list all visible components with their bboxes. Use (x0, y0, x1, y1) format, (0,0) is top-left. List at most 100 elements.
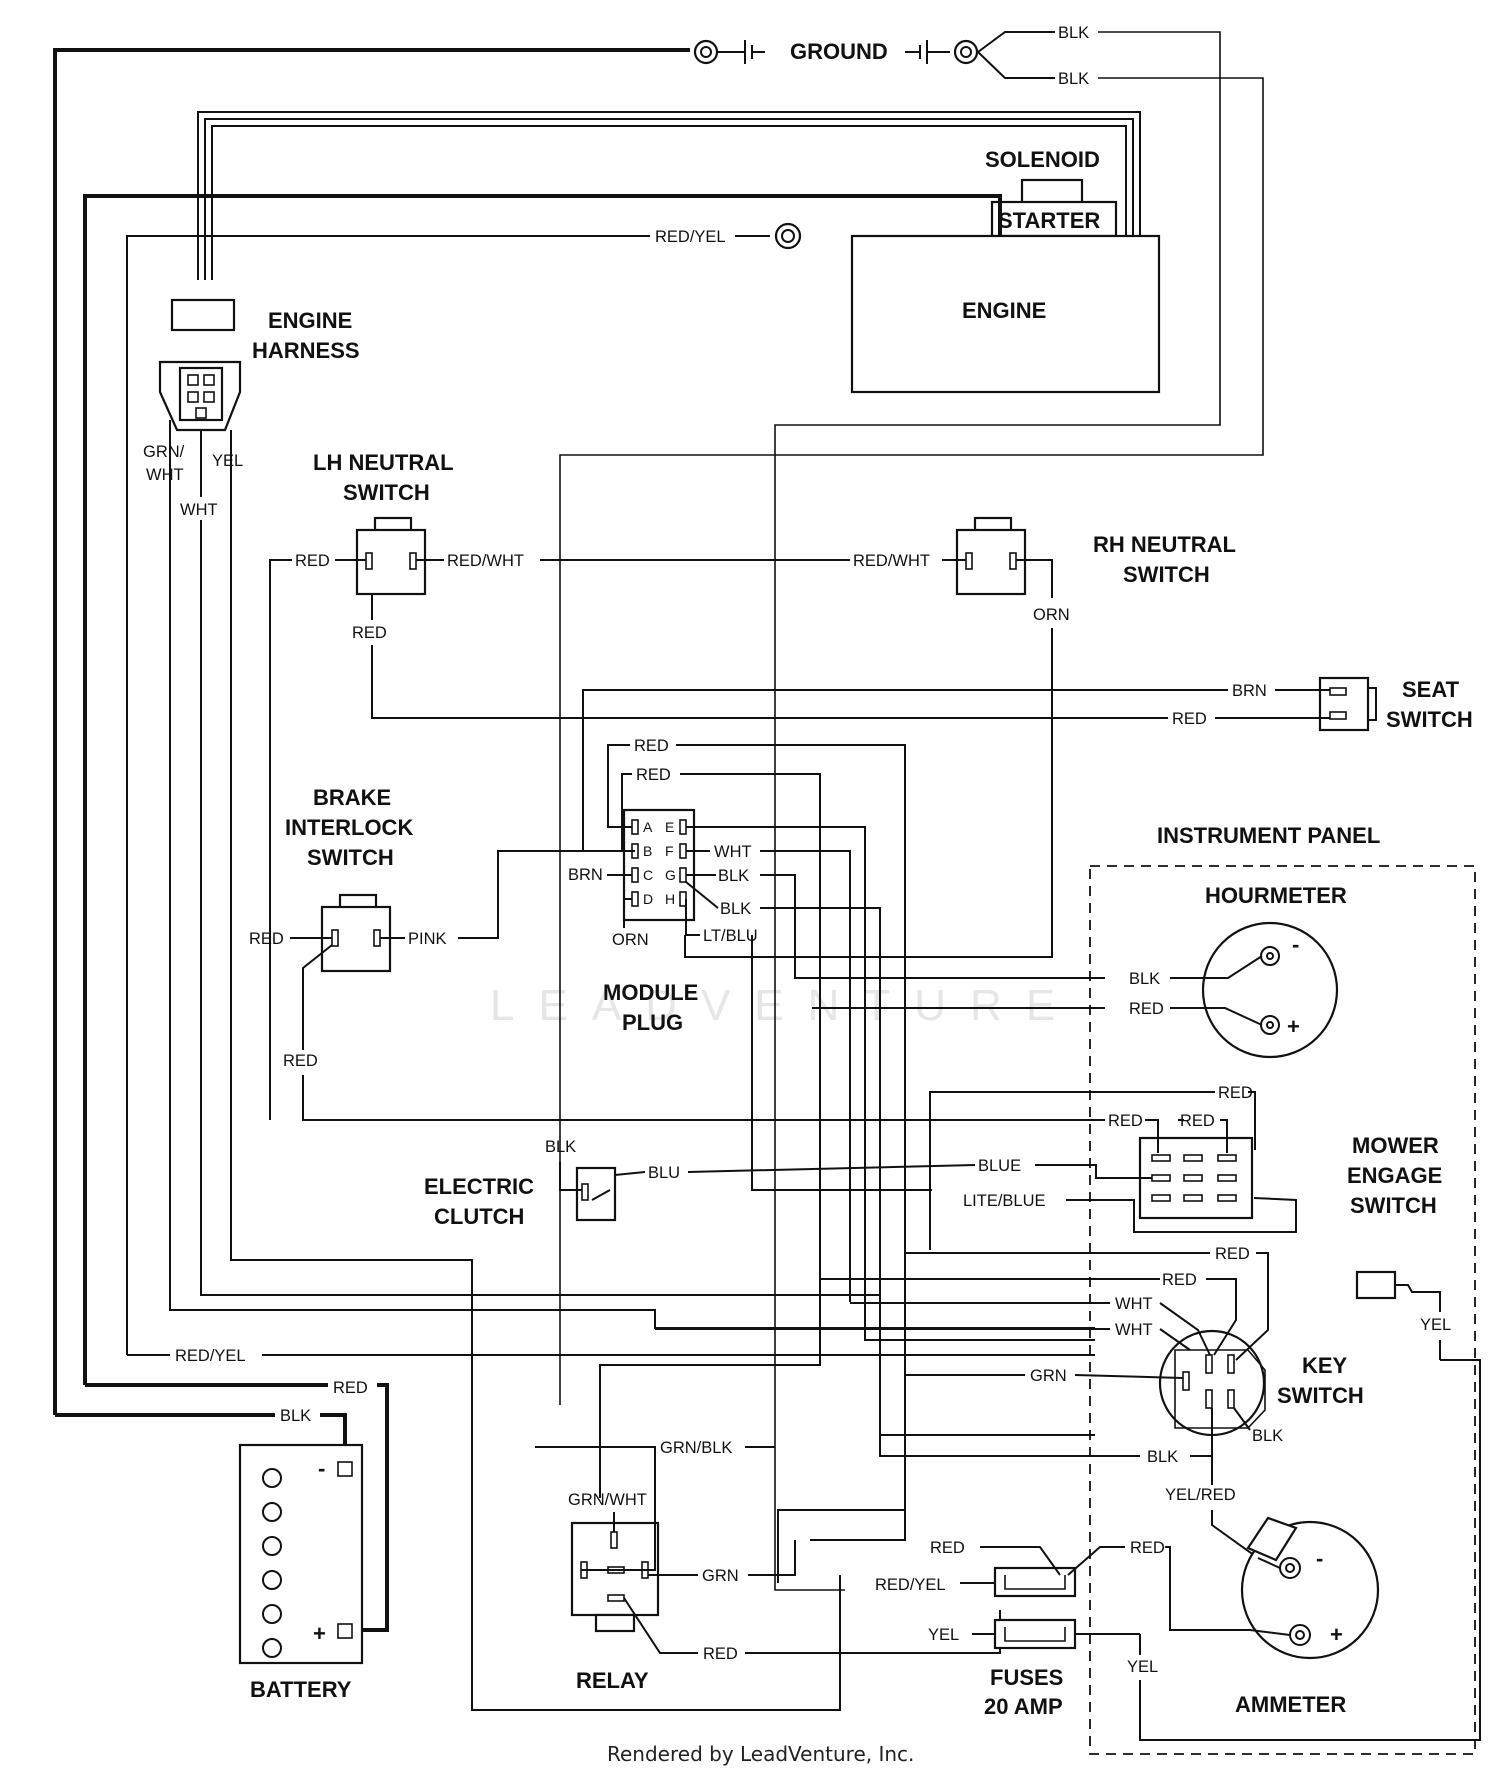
wire-label: BLUE (978, 1157, 1021, 1175)
module-plug-label: PLUG (622, 1010, 683, 1035)
wire-label: RED (333, 1379, 368, 1397)
electric-clutch-label: CLUTCH (434, 1204, 524, 1229)
wire-label: ORN (1033, 606, 1070, 624)
wire-label: RED (249, 930, 284, 948)
relay-label: RELAY (576, 1668, 649, 1693)
lh-neutral-label: SWITCH (343, 480, 430, 505)
wire-label: RED (352, 624, 387, 642)
wire-label: RED (1162, 1271, 1197, 1289)
electric-clutch-label: ELECTRIC (424, 1174, 534, 1199)
ammeter-minus: - (1316, 1546, 1323, 1571)
wire-label: RED (283, 1052, 318, 1070)
pin-label: D (643, 891, 653, 907)
pin-label: F (665, 843, 674, 859)
instrument-panel (1089, 865, 1476, 1755)
hourmeter-label: HOURMETER (1205, 883, 1347, 908)
rh-neutral-label: RH NEUTRAL (1093, 532, 1236, 557)
fuses-label: 20 AMP (984, 1694, 1063, 1719)
ammeter-label: AMMETER (1235, 1692, 1346, 1717)
wire-label: RED (634, 737, 669, 755)
key-switch-label: SWITCH (1277, 1383, 1364, 1408)
module-plug-label: MODULE (603, 980, 698, 1005)
wire-label: BLK (1058, 24, 1089, 42)
mower-engage-label: MOWER (1352, 1133, 1439, 1158)
engine-harness-label: HARNESS (252, 338, 360, 363)
instrument-panel-label: INSTRUMENT PANEL (1157, 823, 1380, 848)
yel-connector (1355, 1270, 1441, 1312)
wire-label: YEL/RED (1165, 1486, 1236, 1504)
fuse-2 (993, 1618, 1077, 1650)
pin-label: E (665, 819, 674, 835)
wire-label: GRN/WHT (568, 1491, 647, 1509)
seat-switch-label: SEAT (1402, 677, 1460, 702)
rh-neutral-label: SWITCH (1123, 562, 1210, 587)
wire-label: BLU (648, 1164, 680, 1182)
wire-label: WHT (1115, 1295, 1153, 1313)
wire-label: RED/WHT (447, 552, 524, 570)
wire-label: GRN/ (143, 443, 185, 461)
wire-label: PINK (408, 930, 447, 948)
wire-label: RED (1218, 1084, 1253, 1102)
wire-label: GRN (702, 1567, 739, 1585)
starter-label: STARTER (998, 208, 1100, 233)
brake-label: SWITCH (307, 845, 394, 870)
engine (850, 234, 1161, 394)
battery-plus: + (313, 1621, 326, 1646)
electric-clutch (575, 1166, 617, 1222)
wire-label: LITE/BLUE (963, 1192, 1046, 1210)
wire-label: RED/YEL (875, 1576, 946, 1594)
wire-label: WHT (180, 501, 218, 519)
pin-label: G (665, 867, 676, 883)
wire-label: WHT (1115, 1321, 1153, 1339)
relay (570, 1521, 660, 1633)
wire-label: YEL (928, 1626, 959, 1644)
ground-terminal (774, 222, 802, 250)
engine-harness-label: ENGINE (268, 308, 352, 333)
wire-label: BLK (545, 1138, 576, 1156)
wire-label: BRN (1232, 682, 1267, 700)
wire-label: BLK (718, 867, 749, 885)
pin-label: B (643, 843, 652, 859)
pin-label: C (643, 867, 653, 883)
ground-symbol (53, 31, 1055, 1415)
pin-label: + (1287, 1014, 1300, 1039)
engine-label: ENGINE (962, 298, 1046, 323)
wire-label: ORN (612, 931, 649, 949)
seat-switch-label: SWITCH (1386, 707, 1473, 732)
rh-neutral-switch (955, 516, 1027, 596)
brake-interlock-switch (320, 893, 392, 973)
ground-label: GROUND (790, 39, 888, 64)
wire-label: BLK (1129, 970, 1160, 988)
lh-neutral-label: LH NEUTRAL (313, 450, 454, 475)
solenoid-label: SOLENOID (985, 147, 1100, 172)
mower-engage-label: ENGAGE (1347, 1163, 1442, 1188)
wire-label: YEL (1420, 1316, 1451, 1334)
pin-label: A (643, 819, 653, 835)
key-switch-label: KEY (1302, 1353, 1348, 1378)
wire-label: YEL (1127, 1658, 1158, 1676)
fuses-label: FUSES (990, 1665, 1063, 1690)
pin-label: H (665, 891, 675, 907)
wire-label: RED/WHT (853, 552, 930, 570)
fuse-1 (993, 1566, 1077, 1598)
wire-label: RED (1108, 1112, 1143, 1130)
wire-label: BLK (1252, 1427, 1283, 1445)
wire-label: WHT (146, 466, 184, 484)
wire-label: BRN (568, 866, 603, 884)
wire-label: GRN/BLK (660, 1439, 732, 1457)
brake-label: BRAKE (313, 785, 391, 810)
wire-label: RED (1215, 1245, 1250, 1263)
hourmeter (1201, 921, 1339, 1059)
wire-label: BLK (280, 1407, 311, 1425)
module-plug (622, 808, 696, 922)
wire-label: RED (930, 1539, 965, 1557)
mower-engage-label: SWITCH (1350, 1193, 1437, 1218)
wire-label: RED (295, 552, 330, 570)
wire-label: RED (703, 1645, 738, 1663)
credit-text: Rendered by LeadVenture, Inc. (607, 1742, 914, 1766)
wire-label: YEL (212, 452, 243, 470)
ammeter (1240, 1516, 1380, 1660)
wire-label: BLK (1058, 70, 1089, 88)
wire-label: RED/YEL (655, 228, 726, 246)
